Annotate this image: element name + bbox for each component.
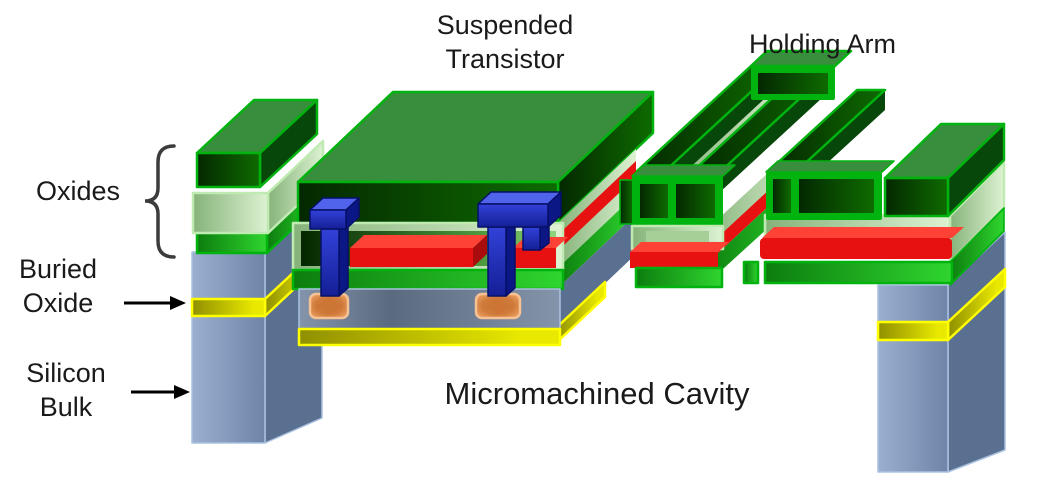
label-suspended-transistor-line2: Transistor xyxy=(445,44,565,74)
bottom-yellow-oxide-front xyxy=(297,327,562,347)
right-anchor-stack xyxy=(742,122,1006,286)
label-buried-oxide: Buried Oxide xyxy=(0,252,116,320)
arm-front-dark-strip xyxy=(619,179,634,225)
via-left-stem-side xyxy=(338,220,349,297)
right-anchor-box-window-small xyxy=(773,179,791,213)
arm-front-block-window-2 xyxy=(676,184,715,218)
label-silicon-bulk-line1: Silicon xyxy=(26,358,106,388)
contact-vias xyxy=(309,191,562,297)
right-anchor-top-box-front-face xyxy=(883,176,950,218)
label-oxides: Oxides xyxy=(18,174,138,208)
gate-metal-front-face xyxy=(350,248,473,267)
via-left-stem-front xyxy=(320,228,340,297)
gate-metal-side-face xyxy=(473,235,487,267)
buried-oxide-band-right-front xyxy=(876,320,950,342)
arm-front-metal-bar-top xyxy=(630,242,729,252)
right-anchor-metal-bar-front xyxy=(760,238,952,259)
slope-green-oxide-band xyxy=(558,194,636,288)
arm-front-block-window-1 xyxy=(640,184,668,218)
via-right-stem2-front xyxy=(522,226,541,251)
via-right-stem-front xyxy=(487,226,507,297)
silicon-bulk-arrow-head xyxy=(174,385,190,399)
label-silicon-bulk-line2: Bulk xyxy=(39,392,93,422)
via-right-stem-side xyxy=(505,218,516,297)
left-anchor-green-layer-front xyxy=(195,231,269,255)
doped-contact-pad-right-detail xyxy=(484,298,512,314)
buried-oxide-band-left-front xyxy=(190,297,267,318)
arm-beam-a-side-face xyxy=(664,66,779,192)
holding-arm-beams xyxy=(634,49,853,192)
left-anchor-oxide-stack xyxy=(191,98,325,255)
arm-back-crosspiece-front-window xyxy=(758,73,828,94)
arm-front-block-top-sliver xyxy=(631,164,736,177)
label-buried-oxide-line1: Buried xyxy=(18,254,98,284)
metal-elbow-front-face xyxy=(513,248,556,268)
right-silicon-pillar xyxy=(876,231,1007,473)
holding-arm-front-block xyxy=(619,164,736,289)
buried-oxide-arrow-head xyxy=(170,296,186,310)
annotations xyxy=(124,144,190,399)
arm-front-metal-bar xyxy=(630,252,718,268)
gate-metal-top-face xyxy=(350,235,487,248)
slope-silicon-body-band xyxy=(558,214,636,328)
right-pillar-front-face xyxy=(877,284,949,473)
doped-contact-pad-left-detail xyxy=(315,298,343,314)
label-oxides-text: Oxides xyxy=(35,176,121,206)
label-micromachined-cavity: Micromachined Cavity xyxy=(402,376,792,412)
right-anchor-green-foot xyxy=(742,260,760,285)
label-silicon-bulk: Silicon Bulk xyxy=(8,356,124,424)
right-anchor-box-window-large xyxy=(799,179,874,213)
label-suspended-transistor-line1: Suspended xyxy=(436,10,574,40)
suspended-stack-slope-bands xyxy=(545,149,636,345)
via-left-head-front xyxy=(309,209,347,230)
left-pillar-front-face xyxy=(191,251,266,444)
label-holding-arm: Holding Arm xyxy=(730,27,915,61)
via-right-head-front xyxy=(477,203,549,228)
label-micromachined-cavity-text: Micromachined Cavity xyxy=(444,376,750,411)
right-anchor-box-top-sliver xyxy=(765,160,895,173)
left-anchor-pale-layer-front xyxy=(191,191,270,235)
label-buried-oxide-line2: Oxide xyxy=(22,288,94,318)
label-suspended-transistor: Suspended Transistor xyxy=(380,8,630,76)
right-anchor-green-layer-front xyxy=(763,260,954,285)
left-anchor-top-box-front-face xyxy=(195,151,262,189)
arm-front-green-bar xyxy=(634,266,724,289)
right-anchor-metal-bar-top xyxy=(762,227,964,238)
via-right-head-top xyxy=(477,191,562,205)
metal-line-slope-stripe xyxy=(545,161,636,263)
oxides-brace xyxy=(144,144,176,259)
label-holding-arm-text: Holding Arm xyxy=(748,29,897,59)
